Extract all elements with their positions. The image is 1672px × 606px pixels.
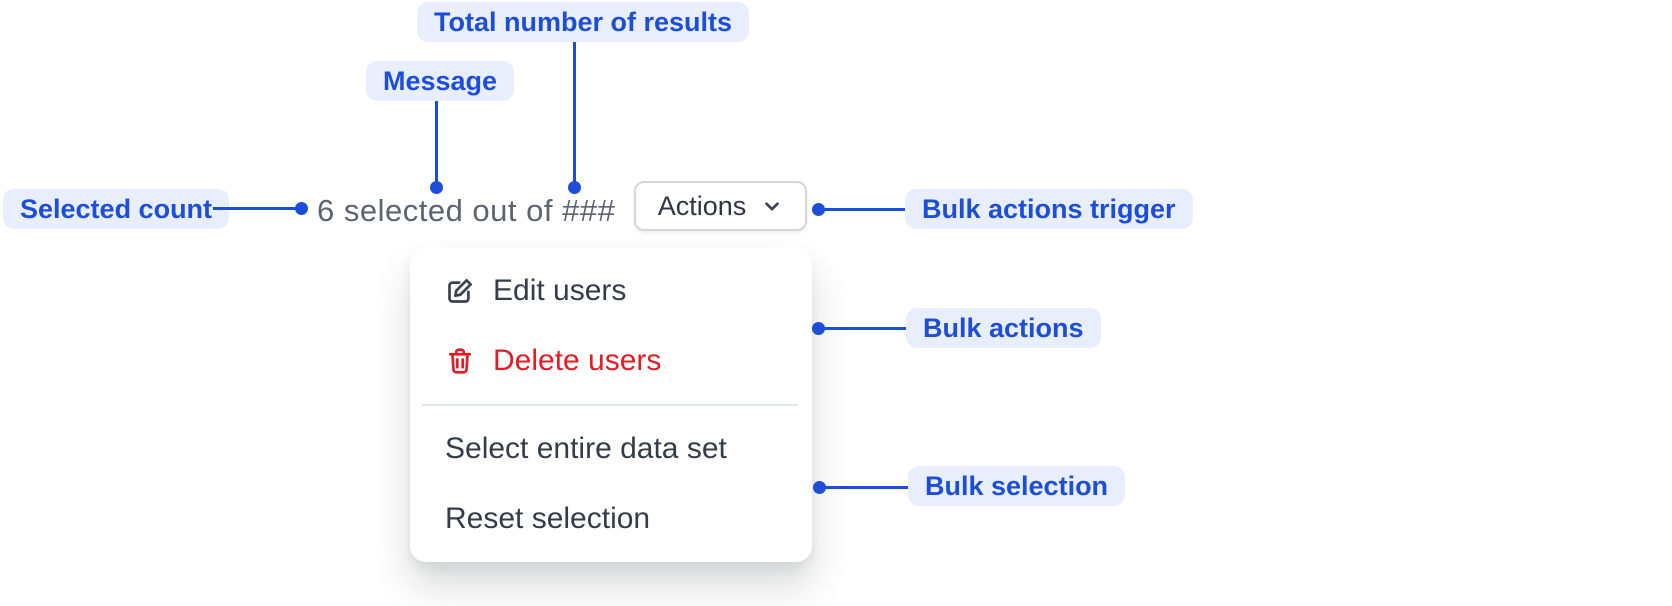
actions-button-label: Actions xyxy=(657,190,747,221)
connector-dot-bulk-actions-trigger xyxy=(812,203,825,216)
annotation-bulk-actions-trigger: Bulk actions trigger xyxy=(905,189,1193,229)
annotation-selected-count: Selected count xyxy=(3,189,230,229)
connector-dot-message xyxy=(430,181,443,194)
menu-item-edit-users[interactable]: Edit users xyxy=(410,256,812,326)
menu-item-select-entire-data-set[interactable]: Select entire data set xyxy=(410,414,812,484)
edit-icon xyxy=(445,276,475,306)
selected-count-message: 6 selected out of ### xyxy=(317,193,616,228)
connector-line-total-results xyxy=(573,42,576,183)
connector-line-bulk-actions xyxy=(823,327,906,330)
connector-dot-bulk-actions xyxy=(812,322,825,335)
actions-button[interactable]: Actions xyxy=(634,181,807,231)
annotation-bulk-selection: Bulk selection xyxy=(908,466,1126,506)
connector-line-bulk-selection xyxy=(824,486,908,489)
menu-divider xyxy=(422,404,798,406)
annotation-total-results: Total number of results xyxy=(417,2,750,42)
menu-item-reset-selection[interactable]: Reset selection xyxy=(410,484,812,554)
connector-line-bulk-actions-trigger xyxy=(823,208,905,211)
menu-item-label: Reset selection xyxy=(445,502,651,535)
connector-dot-bulk-selection xyxy=(813,481,826,494)
chevron-down-icon xyxy=(761,195,783,217)
annotation-message: Message xyxy=(366,61,515,101)
annotation-bulk-actions: Bulk actions xyxy=(906,308,1101,348)
connector-line-selected-count xyxy=(213,207,298,210)
menu-item-delete-users[interactable]: Delete users xyxy=(410,326,812,396)
menu-item-label: Delete users xyxy=(493,344,662,377)
bulk-actions-menu: Edit users Delete users Select entire da… xyxy=(410,248,812,562)
menu-item-label: Edit users xyxy=(493,274,627,307)
trash-icon xyxy=(445,346,475,376)
connector-dot-selected-count xyxy=(295,202,308,215)
connector-line-message xyxy=(435,101,438,183)
connector-dot-total-results xyxy=(568,181,581,194)
menu-item-label: Select entire data set xyxy=(445,432,727,465)
